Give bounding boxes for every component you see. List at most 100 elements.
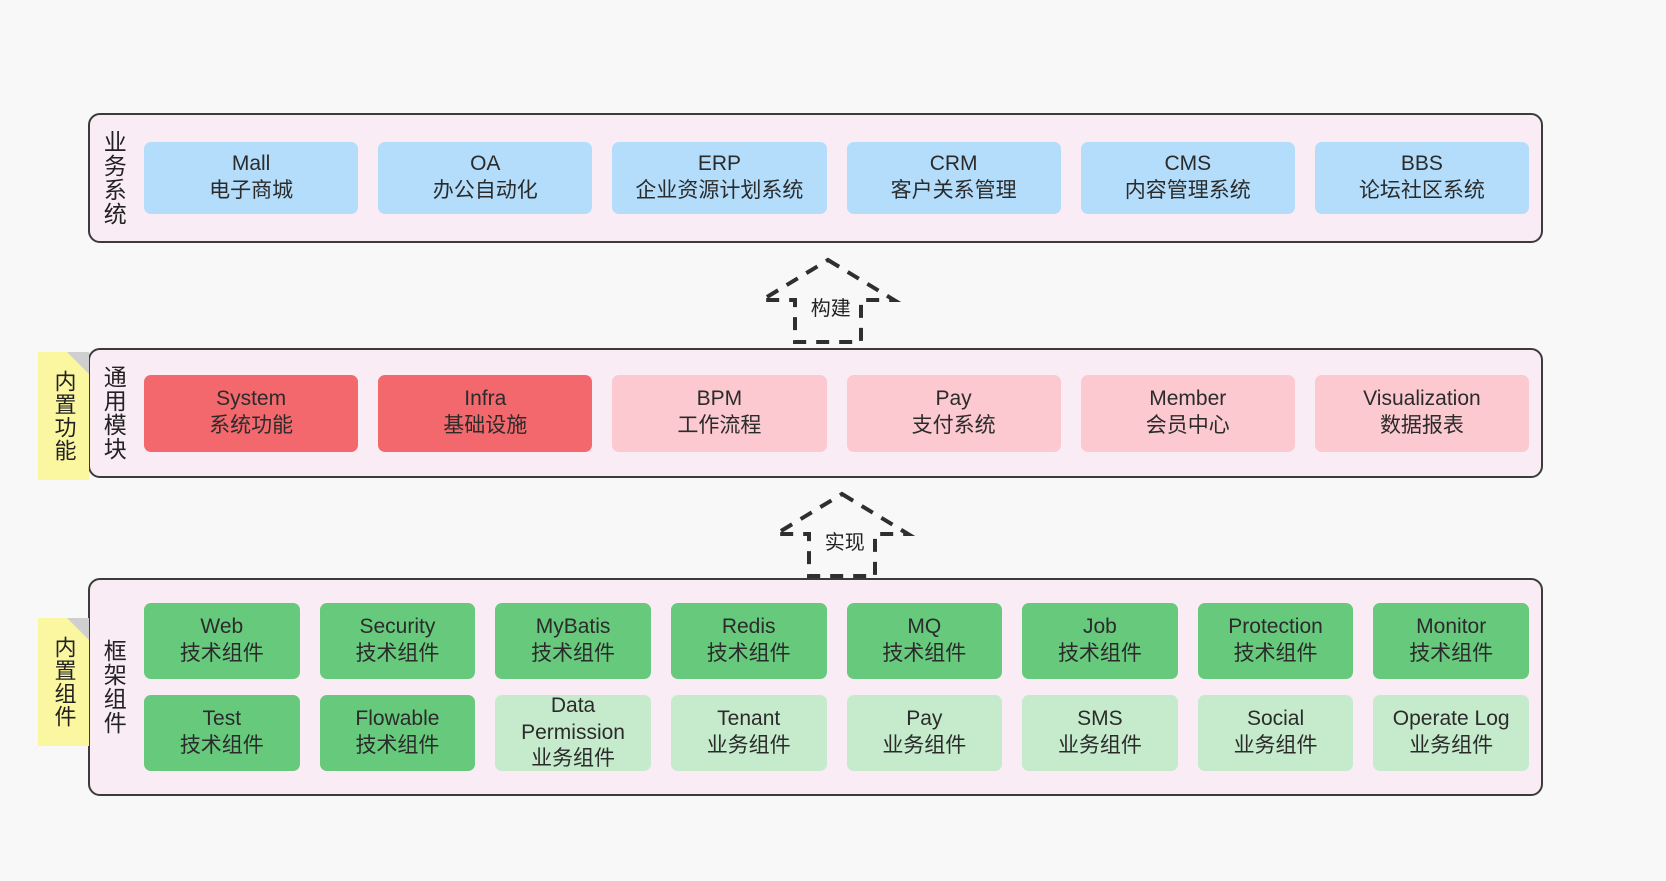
layer-framework-component-title: 框架组件	[100, 639, 127, 735]
card-social-desc: 业务组件	[1233, 734, 1318, 757]
framework-business-row: Test 技术组件 Flowable 技术组件 Data Permission …	[144, 693, 1529, 771]
card-visualization-desc: 数据报表	[1379, 414, 1464, 437]
card-erp[interactable]: ERP 企业资源计划系统	[612, 142, 827, 214]
card-sms-desc: 业务组件	[1057, 734, 1142, 757]
card-system[interactable]: System 系统功能	[144, 374, 359, 452]
card-member-name: Member	[1149, 387, 1227, 411]
arrow-build-shape	[754, 257, 902, 344]
card-operate-log-name: Operate Log	[1392, 707, 1510, 731]
card-tenant[interactable]: Tenant 业务组件	[670, 695, 827, 771]
layer-business-system-body: Mall 电子商城 OA 办公自动化 ERP 企业资源计划系统 CRM 客户关系…	[136, 115, 1541, 241]
layer-common-module-body: System 系统功能 Infra 基础设施 BPM 工作流程 Pay 支付系统…	[136, 350, 1541, 476]
card-job-desc: 技术组件	[1057, 642, 1142, 665]
card-protection[interactable]: Protection 技术组件	[1197, 603, 1354, 679]
card-mybatis-desc: 技术组件	[531, 642, 616, 665]
card-test-desc: 技术组件	[179, 734, 264, 757]
card-infra-desc: 基础设施	[443, 414, 528, 437]
card-bpm-name: BPM	[696, 387, 743, 411]
card-mybatis[interactable]: MyBatis 技术组件	[495, 603, 651, 679]
card-web[interactable]: Web 技术组件	[144, 603, 300, 679]
card-visualization[interactable]: Visualization 数据报表	[1314, 374, 1530, 452]
card-mq-name: MQ	[907, 615, 942, 639]
card-system-desc: 系统功能	[209, 414, 294, 437]
card-flowable-name: Flowable	[355, 707, 440, 731]
card-operate-log[interactable]: Operate Log 业务组件	[1373, 695, 1529, 771]
card-cms[interactable]: CMS 内容管理系统	[1080, 142, 1295, 214]
card-test-name: Test	[202, 707, 242, 731]
card-redis[interactable]: Redis 技术组件	[670, 603, 827, 679]
card-mall-desc: 电子商城	[209, 179, 294, 202]
card-system-name: System	[216, 387, 287, 411]
layer-framework-component: 框架组件 Web 技术组件 Security 技术组件 MyBatis 技术组件…	[88, 578, 1543, 796]
layer-common-module-title: 通用模块	[100, 365, 127, 461]
card-protection-name: Protection	[1228, 615, 1323, 639]
card-job-name: Job	[1083, 615, 1117, 639]
card-security-name: Security	[359, 615, 436, 639]
card-sms[interactable]: SMS 业务组件	[1022, 695, 1178, 771]
card-erp-name: ERP	[697, 152, 742, 176]
card-monitor-name: Monitor	[1416, 615, 1487, 639]
card-oa[interactable]: OA 办公自动化	[378, 142, 593, 214]
card-test[interactable]: Test 技术组件	[144, 695, 300, 771]
card-infra-name: Infra	[464, 387, 507, 411]
arrow-implement-shape	[768, 491, 916, 578]
card-pay-module-desc: 支付系统	[911, 414, 996, 437]
card-mall-name: Mall	[231, 152, 271, 176]
card-member-desc: 会员中心	[1145, 414, 1230, 437]
card-data-permission-name: Data Permission	[521, 693, 625, 744]
card-tenant-name: Tenant	[717, 707, 781, 731]
layer-common-module: 通用模块 System 系统功能 Infra 基础设施 BPM 工作流程 Pay…	[88, 348, 1543, 478]
card-cms-name: CMS	[1164, 152, 1212, 176]
card-data-permission[interactable]: Data Permission 业务组件	[495, 693, 651, 771]
note-builtin-function: 内置功能	[38, 352, 89, 480]
arrow-build: 构建	[754, 256, 902, 344]
card-security-desc: 技术组件	[355, 642, 440, 665]
card-bpm[interactable]: BPM 工作流程	[612, 374, 827, 452]
card-infra[interactable]: Infra 基础设施	[378, 374, 593, 452]
card-tenant-desc: 业务组件	[706, 734, 791, 757]
card-job[interactable]: Job 技术组件	[1022, 603, 1178, 679]
card-monitor[interactable]: Monitor 技术组件	[1373, 603, 1529, 679]
card-crm[interactable]: CRM 客户关系管理	[846, 142, 1061, 214]
card-web-name: Web	[200, 615, 244, 639]
card-visualization-name: Visualization	[1363, 387, 1481, 411]
card-bbs-desc: 论坛社区系统	[1358, 179, 1485, 202]
card-bbs-name: BBS	[1400, 152, 1443, 176]
card-pay-component-name: Pay	[906, 707, 943, 731]
arrow-implement-label: 实现	[824, 532, 865, 554]
card-pay-module[interactable]: Pay 支付系统	[846, 374, 1061, 452]
card-monitor-desc: 技术组件	[1409, 642, 1494, 665]
card-social[interactable]: Social 业务组件	[1197, 695, 1354, 771]
card-member[interactable]: Member 会员中心	[1080, 374, 1295, 452]
note-builtin-component: 内置组件	[38, 618, 89, 746]
card-erp-desc: 企业资源计划系统	[635, 179, 804, 202]
card-social-name: Social	[1246, 707, 1305, 731]
common-module-row: System 系统功能 Infra 基础设施 BPM 工作流程 Pay 支付系统…	[144, 374, 1530, 452]
arrow-build-label: 构建	[810, 298, 851, 320]
card-flowable-desc: 技术组件	[355, 734, 440, 757]
card-mq-desc: 技术组件	[882, 642, 967, 665]
card-pay-component-desc: 业务组件	[882, 734, 967, 757]
card-redis-desc: 技术组件	[706, 642, 791, 665]
business-system-row: Mall 电子商城 OA 办公自动化 ERP 企业资源计划系统 CRM 客户关系…	[144, 142, 1530, 214]
card-pay-component[interactable]: Pay 业务组件	[846, 695, 1003, 771]
card-security[interactable]: Security 技术组件	[319, 603, 476, 679]
card-crm-desc: 客户关系管理	[890, 179, 1017, 202]
card-bbs[interactable]: BBS 论坛社区系统	[1314, 142, 1530, 214]
card-web-desc: 技术组件	[179, 642, 264, 665]
card-pay-module-name: Pay	[935, 387, 972, 411]
card-protection-desc: 技术组件	[1233, 642, 1318, 665]
card-sms-name: SMS	[1077, 707, 1123, 731]
card-operate-log-desc: 业务组件	[1409, 734, 1494, 757]
layer-framework-component-body: Web 技术组件 Security 技术组件 MyBatis 技术组件 Redi…	[136, 580, 1541, 794]
card-mq[interactable]: MQ 技术组件	[846, 603, 1003, 679]
card-data-permission-desc: 业务组件	[531, 747, 616, 771]
card-redis-name: Redis	[721, 615, 776, 639]
card-oa-name: OA	[470, 152, 501, 176]
card-flowable[interactable]: Flowable 技术组件	[319, 695, 476, 771]
card-cms-desc: 内容管理系统	[1124, 179, 1251, 202]
card-crm-name: CRM	[929, 152, 978, 176]
arrow-implement: 实现	[768, 490, 916, 578]
card-mall[interactable]: Mall 电子商城	[144, 142, 359, 214]
